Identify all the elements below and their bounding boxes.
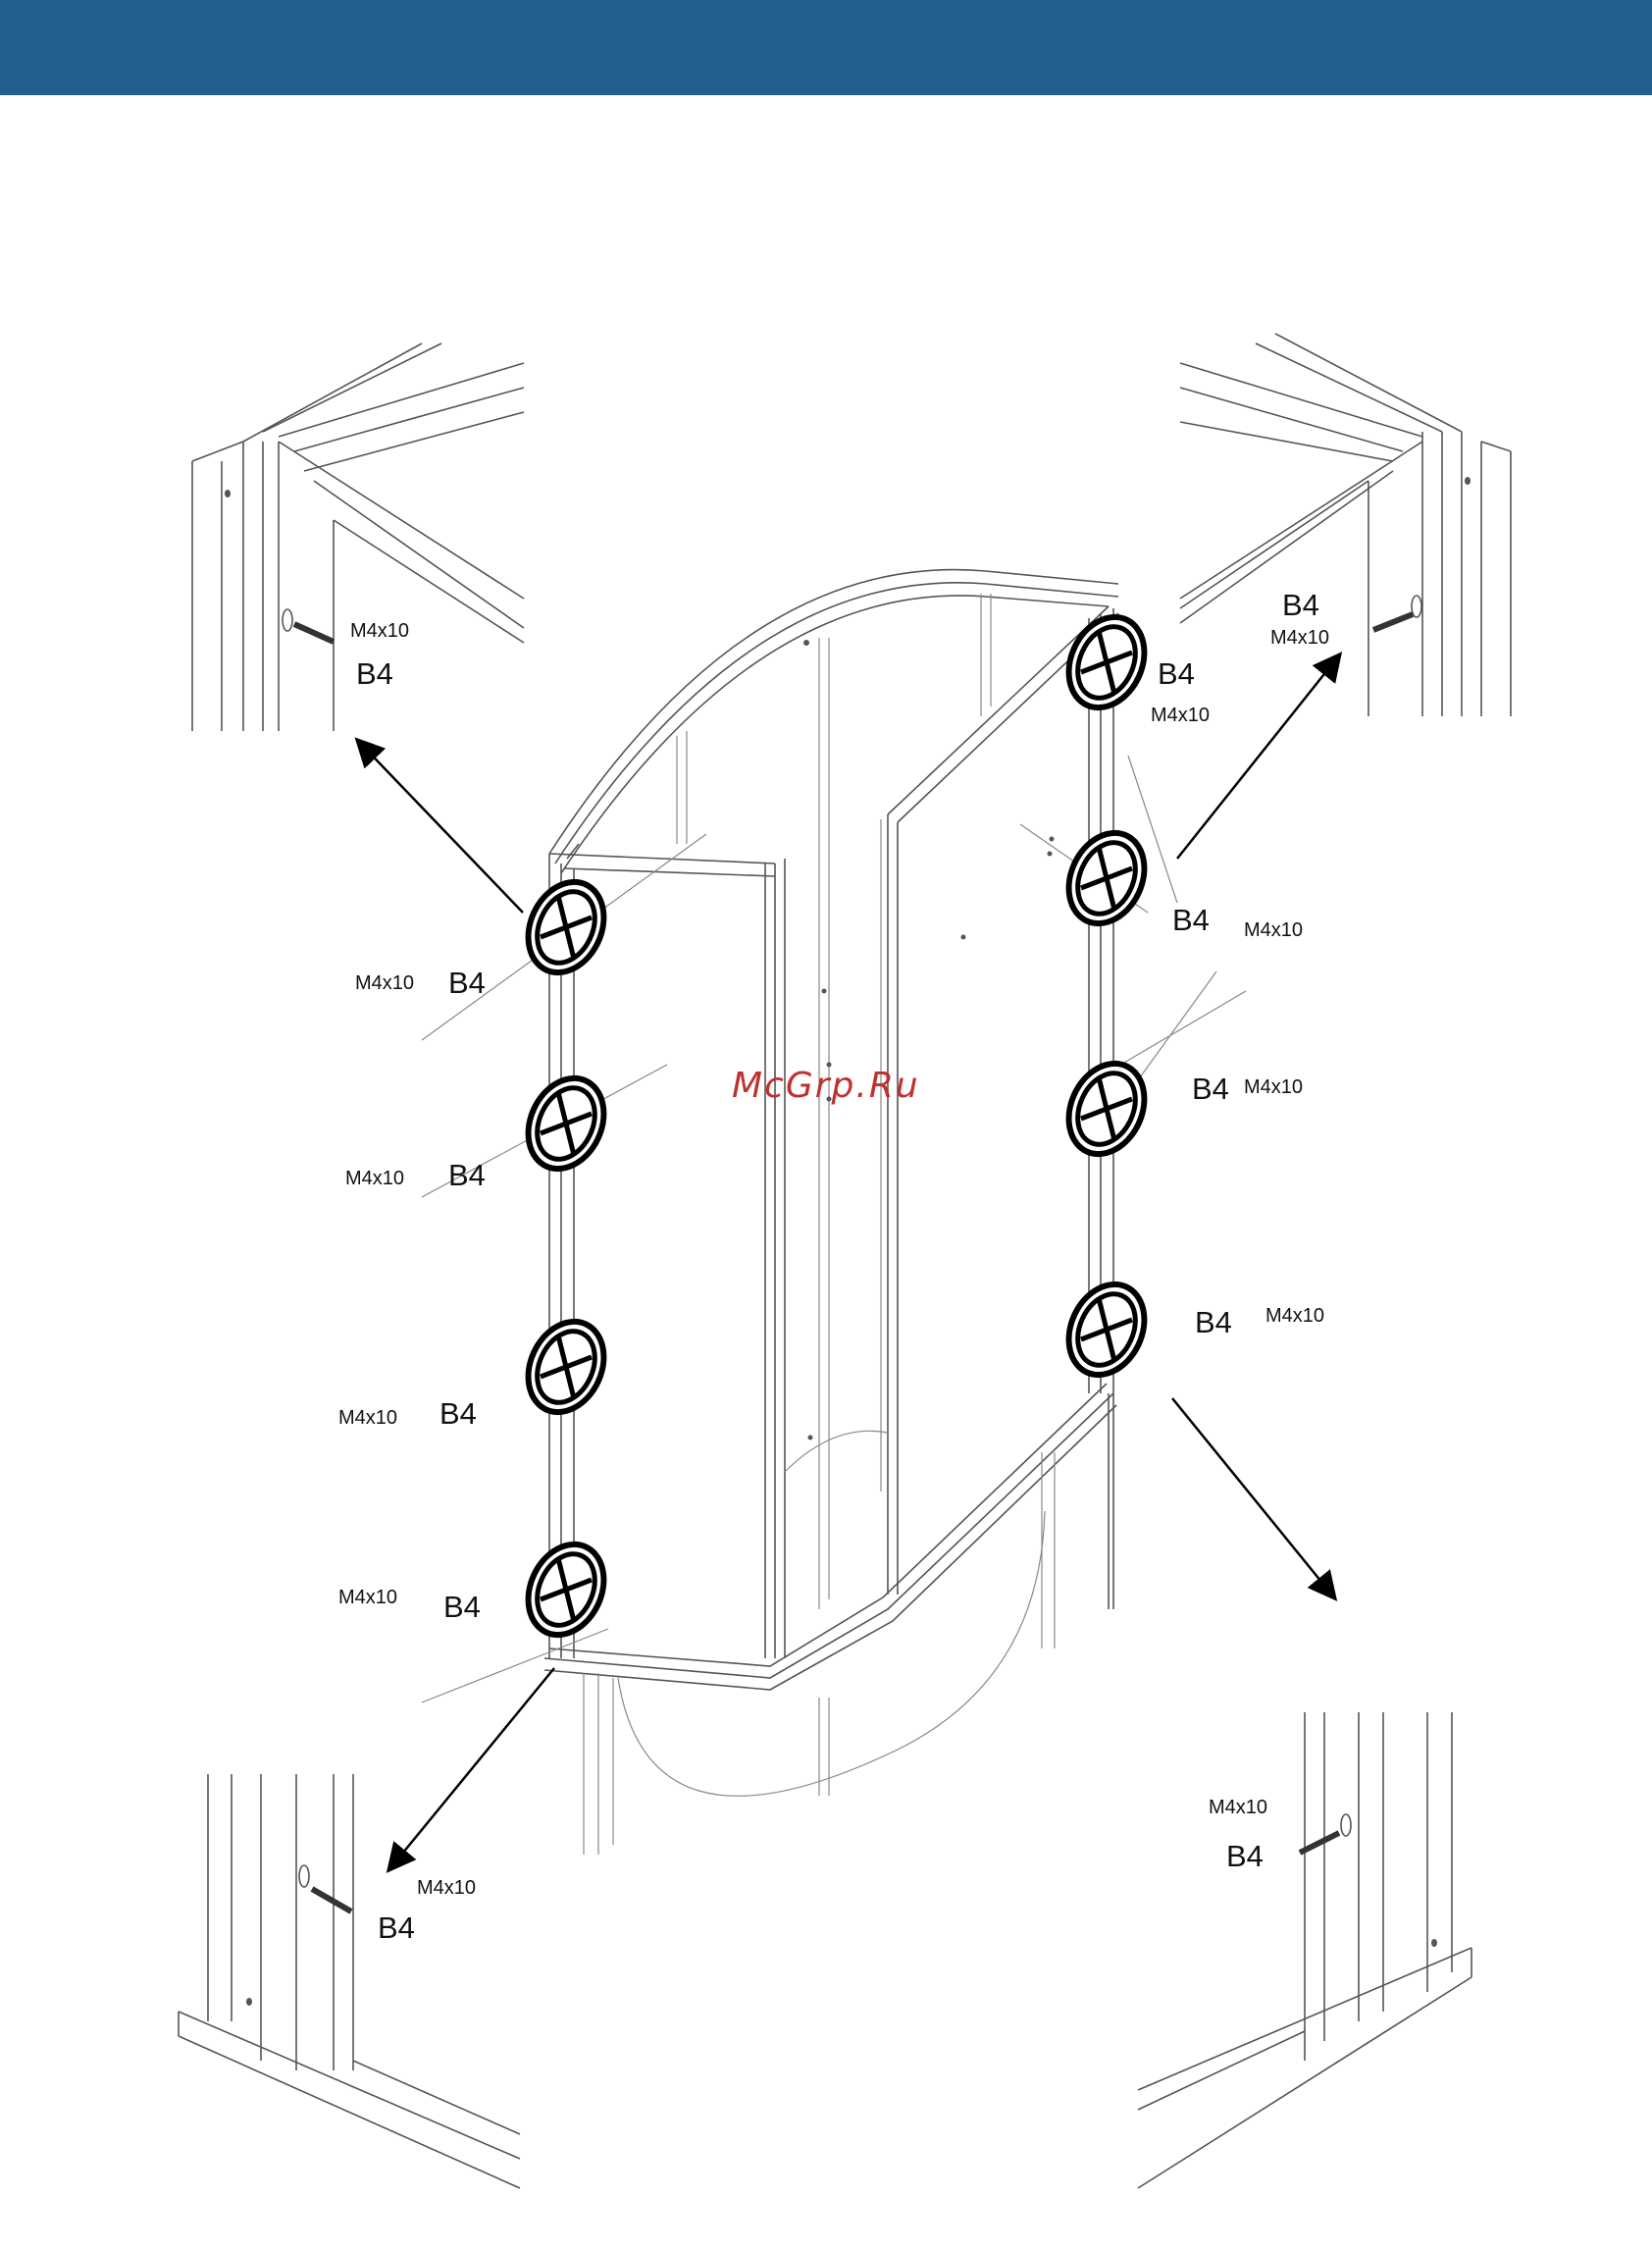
label-b4: B4 bbox=[1172, 903, 1210, 937]
label-m4x10: M4x10 bbox=[355, 972, 414, 994]
label-b4: B4 bbox=[1195, 1305, 1232, 1339]
bolt-callout-left-3 bbox=[514, 1309, 618, 1424]
label-m4x10: M4x10 bbox=[1151, 705, 1210, 726]
label-b4: B4 bbox=[378, 1910, 415, 1945]
arrow-to-top-right bbox=[1177, 655, 1339, 859]
label-b4: B4 bbox=[1192, 1072, 1229, 1106]
label-m4x10: M4x10 bbox=[1244, 919, 1303, 941]
detail-top-right bbox=[1180, 334, 1511, 716]
label-b4: B4 bbox=[448, 1158, 486, 1192]
shower-enclosure bbox=[422, 570, 1246, 1855]
label-m4x10: M4x10 bbox=[1270, 627, 1329, 649]
bolt-callout-right-4 bbox=[1055, 1272, 1159, 1387]
label-b4: B4 bbox=[356, 656, 393, 691]
label-m4x10: M4x10 bbox=[417, 1877, 476, 1899]
label-b4: B4 bbox=[448, 966, 486, 1000]
label-b4: B4 bbox=[443, 1590, 481, 1624]
label-b4: B4 bbox=[1226, 1839, 1264, 1873]
label-m4x10: M4x10 bbox=[1244, 1076, 1303, 1098]
bolt-callout-right-2 bbox=[1055, 820, 1159, 935]
label-b4: B4 bbox=[439, 1396, 477, 1431]
arrow-to-top-left bbox=[358, 741, 523, 913]
arrow-to-bottom-left bbox=[389, 1668, 554, 1869]
bolt-callout-left-2 bbox=[514, 1066, 618, 1180]
bolt-callout-right-3 bbox=[1055, 1051, 1159, 1166]
label-m4x10: M4x10 bbox=[350, 620, 409, 642]
label-m4x10: M4x10 bbox=[338, 1407, 397, 1429]
bolt-callout-right-1 bbox=[1055, 604, 1159, 719]
detail-bottom-left bbox=[179, 1774, 520, 2188]
label-m4x10: M4x10 bbox=[338, 1587, 397, 1608]
bolt-callout-left-1 bbox=[514, 869, 618, 984]
label-m4x10: M4x10 bbox=[1209, 1797, 1267, 1818]
label-b4: B4 bbox=[1282, 588, 1319, 622]
label-b4: B4 bbox=[1158, 656, 1195, 691]
label-m4x10: M4x10 bbox=[1265, 1305, 1324, 1327]
watermark: McGrp.Ru bbox=[732, 1066, 920, 1106]
bolt-callout-left-4 bbox=[514, 1532, 618, 1647]
label-m4x10: M4x10 bbox=[345, 1168, 404, 1189]
arrow-to-bottom-right bbox=[1172, 1398, 1334, 1597]
detail-bottom-right bbox=[1138, 1712, 1471, 2188]
